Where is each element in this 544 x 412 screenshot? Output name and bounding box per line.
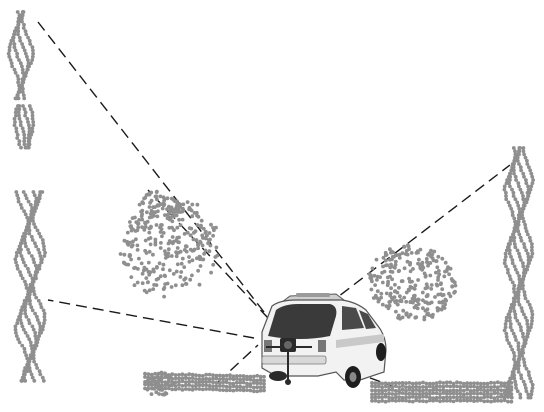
point-cloud-scene (0, 0, 544, 412)
